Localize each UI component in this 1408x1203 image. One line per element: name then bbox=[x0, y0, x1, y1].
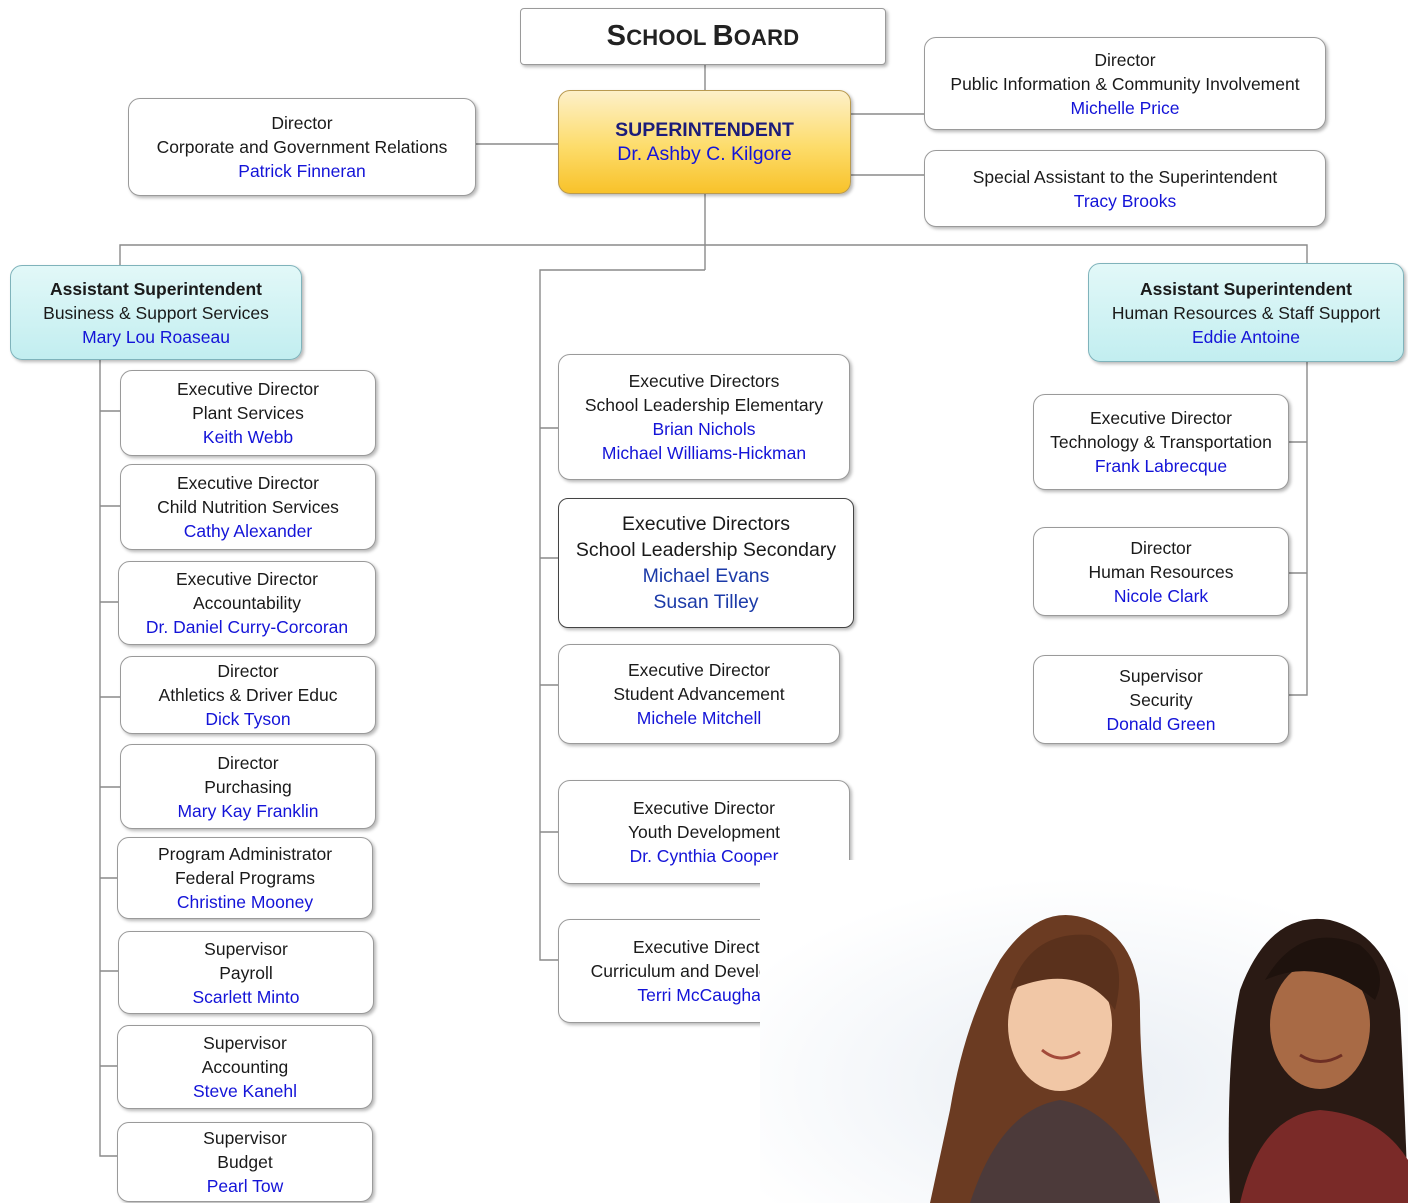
box-name: Michael Evans bbox=[642, 565, 770, 587]
box-name: Terri McCaughan bbox=[637, 985, 771, 1005]
org-box-plant-services: Executive Director Plant Services Keith … bbox=[120, 370, 376, 456]
box-name: Brian Nichols bbox=[652, 419, 756, 439]
org-box-purchasing: Director Purchasing Mary Kay Franklin bbox=[120, 744, 376, 829]
org-box-child-nutrition: Executive Director Child Nutrition Servi… bbox=[120, 464, 376, 550]
box-name: Dick Tyson bbox=[205, 709, 291, 729]
box-dept: School Leadership Secondary bbox=[575, 539, 837, 561]
school-board-box: SCHOOL BOARD bbox=[520, 8, 886, 65]
box-title: Supervisor bbox=[203, 1128, 287, 1148]
org-box-security: Supervisor Security Donald Green bbox=[1033, 655, 1289, 744]
box-title: Supervisor bbox=[203, 1033, 287, 1053]
special-assistant-box: Special Assistant to the Superintendent … bbox=[924, 150, 1326, 227]
org-box-payroll: Supervisor Payroll Scarlett Minto bbox=[118, 931, 374, 1014]
box-dept: Human Resources bbox=[1088, 561, 1234, 582]
box-title: Director bbox=[217, 661, 279, 681]
box-name: Dr. Daniel Curry-Corcoran bbox=[145, 617, 349, 637]
box-dept: Child Nutrition Services bbox=[157, 497, 339, 517]
org-box-federal-programs: Program Administrator Federal Programs C… bbox=[117, 837, 373, 919]
org-box-human-resources: Director Human Resources Nicole Clark bbox=[1033, 527, 1289, 616]
box-title: Assistant Superintendent bbox=[1140, 278, 1352, 299]
org-box-budget: Supervisor Budget Pearl Tow bbox=[117, 1122, 373, 1202]
box-name: Eddie Antoine bbox=[1191, 326, 1300, 347]
box-title: Special Assistant to the Superintendent bbox=[972, 166, 1278, 187]
org-box-student-advancement: Executive Director Student Advancement M… bbox=[558, 644, 840, 744]
box-dept: Budget bbox=[217, 1152, 273, 1172]
box-name: Mary Lou Roaseau bbox=[82, 326, 230, 347]
box-name: Scarlett Minto bbox=[192, 986, 300, 1007]
org-box-accountability: Executive Director Accountability Dr. Da… bbox=[118, 561, 376, 645]
superintendent-box: SUPERINTENDENT Dr. Ashby C. Kilgore bbox=[558, 90, 851, 194]
box-name: Tracy Brooks bbox=[1073, 190, 1177, 211]
box-dept: Security bbox=[1129, 689, 1193, 710]
org-box-leadership-secondary: Executive Directors School Leadership Se… bbox=[558, 498, 854, 628]
superintendent-name: Dr. Ashby C. Kilgore bbox=[617, 143, 792, 165]
box-dept: Public Information & Community Involveme… bbox=[950, 73, 1300, 94]
box-title: Executive Director bbox=[1090, 408, 1232, 428]
box-title: Director bbox=[1130, 537, 1192, 558]
box-name: Donald Green bbox=[1106, 713, 1216, 734]
box-title: Supervisor bbox=[1119, 665, 1203, 686]
box-name: Cathy Alexander bbox=[183, 521, 313, 541]
box-name: Frank Labrecque bbox=[1094, 456, 1228, 476]
box-title: Director bbox=[271, 113, 333, 133]
box-dept: Business & Support Services bbox=[43, 302, 269, 323]
box-name: Pearl Tow bbox=[206, 1176, 284, 1196]
school-board-label: SCHOOL BOARD bbox=[606, 19, 800, 52]
box-title: Executive Directors bbox=[628, 371, 780, 391]
org-box-technology: Executive Director Technology & Transpor… bbox=[1033, 394, 1289, 490]
box-title: Executive Directors bbox=[622, 513, 790, 535]
box-title: Director bbox=[1094, 49, 1156, 70]
box-name-2: Susan Tilley bbox=[653, 591, 759, 613]
box-dept: Human Resources & Staff Support bbox=[1111, 302, 1381, 323]
box-title: Executive Director bbox=[628, 660, 770, 680]
box-title: Supervisor bbox=[204, 938, 288, 959]
box-title: Executive Director bbox=[177, 473, 319, 493]
org-box-athletics: Director Athletics & Driver Educ Dick Ty… bbox=[120, 656, 376, 734]
box-name: Dr. Cynthia Cooper bbox=[629, 846, 779, 866]
box-dept: Purchasing bbox=[204, 776, 292, 797]
box-dept: School Leadership Elementary bbox=[584, 395, 824, 415]
box-name: Christine Mooney bbox=[176, 892, 314, 912]
box-dept: Federal Programs bbox=[174, 868, 316, 888]
box-name: Steve Kanehl bbox=[192, 1081, 298, 1101]
box-dept: Payroll bbox=[219, 962, 273, 983]
box-name: Nicole Clark bbox=[1113, 585, 1209, 606]
box-dept: Accountability bbox=[193, 593, 301, 613]
box-title: Executive Director bbox=[633, 937, 775, 957]
box-name: Patrick Finneran bbox=[238, 161, 366, 181]
box-dept: Plant Services bbox=[192, 403, 304, 423]
director-corporate-relations-box: Director Corporate and Government Relati… bbox=[128, 98, 476, 196]
students-photo bbox=[760, 860, 1408, 1203]
box-dept: Youth Development bbox=[627, 822, 781, 842]
box-dept: Student Advancement bbox=[613, 684, 785, 704]
box-name: Michelle Price bbox=[1070, 97, 1180, 118]
box-title: Assistant Superintendent bbox=[50, 278, 262, 299]
org-box-leadership-elementary: Executive Directors School Leadership El… bbox=[558, 354, 850, 480]
box-title: Program Administrator bbox=[157, 844, 333, 864]
box-name-2: Michael Williams-Hickman bbox=[601, 443, 807, 463]
box-title: Executive Director bbox=[176, 569, 318, 589]
box-name: Mary Kay Franklin bbox=[177, 800, 319, 821]
box-name: Michele Mitchell bbox=[636, 708, 762, 728]
box-title: Executive Director bbox=[633, 798, 775, 818]
org-box-youth-development: Executive Director Youth Development Dr.… bbox=[558, 780, 850, 884]
box-dept: Athletics & Driver Educ bbox=[158, 685, 338, 705]
box-title: Executive Director bbox=[177, 379, 319, 399]
box-name: Keith Webb bbox=[202, 427, 294, 447]
box-dept: Accounting bbox=[201, 1057, 289, 1077]
org-box-accounting: Supervisor Accounting Steve Kanehl bbox=[117, 1025, 373, 1109]
asst-superintendent-hr-box: Assistant Superintendent Human Resources… bbox=[1088, 263, 1404, 362]
box-title: Director bbox=[217, 752, 279, 773]
director-public-information-box: Director Public Information & Community … bbox=[924, 37, 1326, 130]
box-dept: Corporate and Government Relations bbox=[156, 137, 448, 157]
asst-superintendent-business-box: Assistant Superintendent Business & Supp… bbox=[10, 265, 302, 360]
box-dept: Technology & Transportation bbox=[1050, 432, 1272, 452]
superintendent-title: SUPERINTENDENT bbox=[615, 119, 794, 141]
